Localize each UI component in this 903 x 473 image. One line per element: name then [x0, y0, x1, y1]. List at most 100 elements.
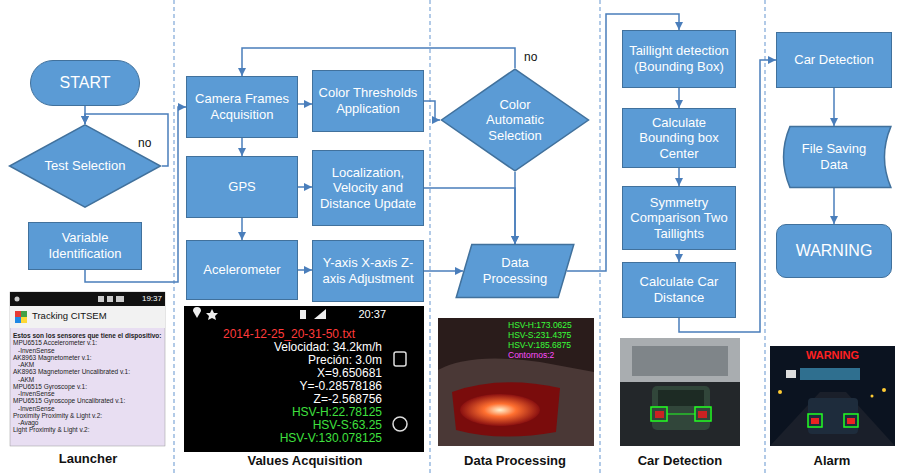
- node-label: Data Processing: [472, 255, 558, 286]
- panel-caption: Car Detection: [600, 454, 760, 469]
- alarm-photo: [871, 395, 874, 398]
- alarm-photo: [770, 346, 895, 446]
- screen-text: HSV-H:22.78125: [196, 406, 382, 419]
- car-detection-photo: [698, 411, 707, 418]
- node-text: START: [60, 73, 111, 92]
- screen-text: Estos son los sensores que tiene el disp…: [13, 332, 163, 339]
- screen-text: MPU6515 Gyroscope Uncalibrated v.1:: [13, 397, 163, 404]
- values-screenshot: [206, 309, 218, 320]
- flow-arrow: [678, 168, 680, 186]
- flow-arrow: [298, 103, 312, 105]
- process-box: Acelerometer: [186, 240, 298, 300]
- process-box: Symmetry Comparison Two Taillights: [622, 186, 736, 250]
- node-text: Camera Frames Acquisition: [191, 91, 293, 122]
- node-label: Camera Frames Acquisition: [191, 91, 293, 122]
- node-label: Calculate Bounding box Center: [627, 115, 731, 162]
- flow-arrow: [298, 186, 312, 188]
- shape-outline: [456, 245, 574, 298]
- alarm-photo: [844, 414, 858, 427]
- node-label: START: [60, 73, 111, 92]
- process-box: Color Thresholds Application: [312, 70, 424, 132]
- panel-caption: Launcher: [8, 452, 168, 467]
- process-box: Camera Frames Acquisition: [186, 76, 298, 138]
- node-text: Car Detection: [794, 52, 873, 68]
- values-screenshot: [184, 306, 424, 452]
- column-separator: [174, 0, 765, 473]
- launcher-screenshot: [15, 317, 21, 323]
- launcher-screenshot: [10, 292, 165, 306]
- alarm-photo: [770, 392, 895, 446]
- taillight-photo: [460, 394, 540, 426]
- launcher-screenshot: [21, 317, 27, 323]
- shape-outline: [784, 127, 891, 188]
- screen-text: HSV-S:63.25: [196, 419, 382, 432]
- node-label: Y-axis X-axis Z-axis Adjustment: [317, 255, 419, 286]
- screen-text: X=9.650681: [196, 367, 382, 380]
- car-detection-photo: [658, 390, 704, 406]
- taillight-photo: [438, 358, 594, 446]
- alarm-photo: [847, 418, 855, 424]
- panel-caption: Values Acquisition: [225, 454, 385, 469]
- screen-text: Preción: 3.0m: [196, 354, 382, 367]
- node-label: Taillight detection (Bounding Box): [627, 43, 731, 74]
- alarm-terminator: WARNING: [776, 224, 892, 278]
- screen-text: -AKM: [13, 361, 163, 368]
- screen-text: Velocidad: 34.2km/h: [196, 341, 382, 354]
- screen-text: Proximity Proximity & Light v.2:: [13, 412, 163, 419]
- taillight-photo: [438, 318, 594, 446]
- screen-text: Z=-2.568756: [196, 393, 382, 406]
- node-label: Color Automatic Selection: [473, 97, 557, 144]
- taillight-photo: [452, 382, 560, 436]
- launcher-screenshot: [10, 306, 165, 328]
- screen-text: 2014-12-25_20-31-50.txt: [196, 328, 382, 341]
- node-label: WARNING: [796, 241, 873, 260]
- node-label: Acelerometer: [203, 262, 280, 278]
- values-screenshot: [394, 352, 406, 366]
- screen-text: -AKM: [13, 376, 163, 383]
- car-detection-photo: [620, 338, 740, 382]
- screen-text: -Avago: [13, 419, 163, 426]
- node-text: GPS: [228, 179, 255, 195]
- screen-text: HSV-V:185.6875: [508, 340, 592, 350]
- node-text: Acelerometer: [203, 262, 280, 278]
- alarm-photo: [778, 390, 782, 394]
- process-box: Car Detection: [776, 32, 892, 88]
- screen-text: MPU6515 Gyroscope v.1:: [13, 383, 163, 390]
- node-label: Localization, Velocity and Distance Upda…: [317, 165, 419, 212]
- launcher-screenshot: [98, 296, 104, 302]
- flow-arrow: [678, 250, 680, 262]
- screen-text: HSV-V:130.078125: [196, 432, 382, 445]
- alarm-photo: [811, 418, 819, 424]
- launcher-screenshot: [10, 292, 165, 446]
- launcher-screenshot: [15, 297, 20, 302]
- screen-text: Y=-0.28578186: [196, 380, 382, 393]
- screen-text-column: HSV-H:173.0625HSV-S:231.4375HSV-V:185.68…: [508, 320, 592, 360]
- node-text: WARNING: [796, 241, 873, 260]
- terminator: START: [30, 60, 140, 106]
- taillight-photo: [438, 318, 594, 446]
- launcher-screenshot: [116, 296, 124, 302]
- screen-text: HSV-H:173.0625: [508, 320, 592, 330]
- process-box: Calculate Car Distance: [622, 262, 736, 318]
- process-box: GPS: [186, 156, 298, 218]
- column-separator: [173, 0, 174, 473]
- panel-caption: Data Processing: [435, 454, 595, 469]
- alarm-photo: [800, 368, 860, 380]
- alarm-photo: [882, 388, 886, 392]
- node-text: Test Selection: [45, 158, 126, 174]
- node-label: Color Thresholds Application: [317, 85, 419, 116]
- values-screenshot: [314, 309, 326, 319]
- car-detection-photo: [655, 411, 664, 418]
- screen-text: HSV-S:231.4375: [508, 330, 592, 340]
- node-text: File Saving Data: [790, 141, 878, 172]
- node-label: Variable Identification: [33, 230, 137, 261]
- process-box: Taillight detection (Bounding Box): [622, 30, 736, 88]
- alarm-photo: [808, 414, 822, 427]
- car-detection-photo: [667, 414, 695, 415]
- car-detection-photo: [620, 382, 740, 446]
- node-label: Calculate Car Distance: [627, 274, 731, 305]
- edge-label: no: [522, 50, 539, 64]
- column-separator: [599, 0, 600, 473]
- screen-text: -InvenSense: [13, 347, 163, 354]
